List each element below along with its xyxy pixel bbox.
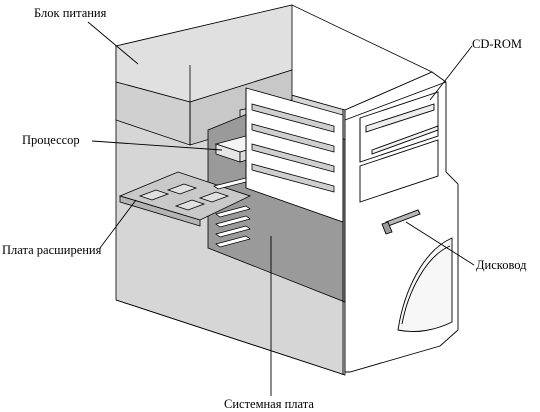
- label-expansion-card: Плата расширения: [2, 243, 102, 257]
- leader-cdrom: [429, 45, 473, 101]
- label-cdrom: CD-ROM: [472, 37, 523, 51]
- leader-floppy: [405, 221, 475, 266]
- leader-psu: [87, 21, 139, 65]
- label-psu: Блок питания: [34, 6, 107, 20]
- power-supply: [115, 4, 293, 146]
- front-bezel: [342, 71, 459, 375]
- memory-slots: [215, 205, 251, 248]
- label-cpu: Процессор: [22, 133, 80, 147]
- case-bottom: [115, 299, 346, 376]
- label-motherboard: Системная плата: [224, 397, 314, 411]
- label-floppy: Дисковод: [476, 258, 527, 272]
- drive-bay-cage: [245, 87, 344, 223]
- leader-expansion: [99, 199, 137, 249]
- expansion-card: [118, 171, 252, 227]
- callout-lines: [87, 21, 475, 396]
- leader-cpu: [91, 140, 223, 151]
